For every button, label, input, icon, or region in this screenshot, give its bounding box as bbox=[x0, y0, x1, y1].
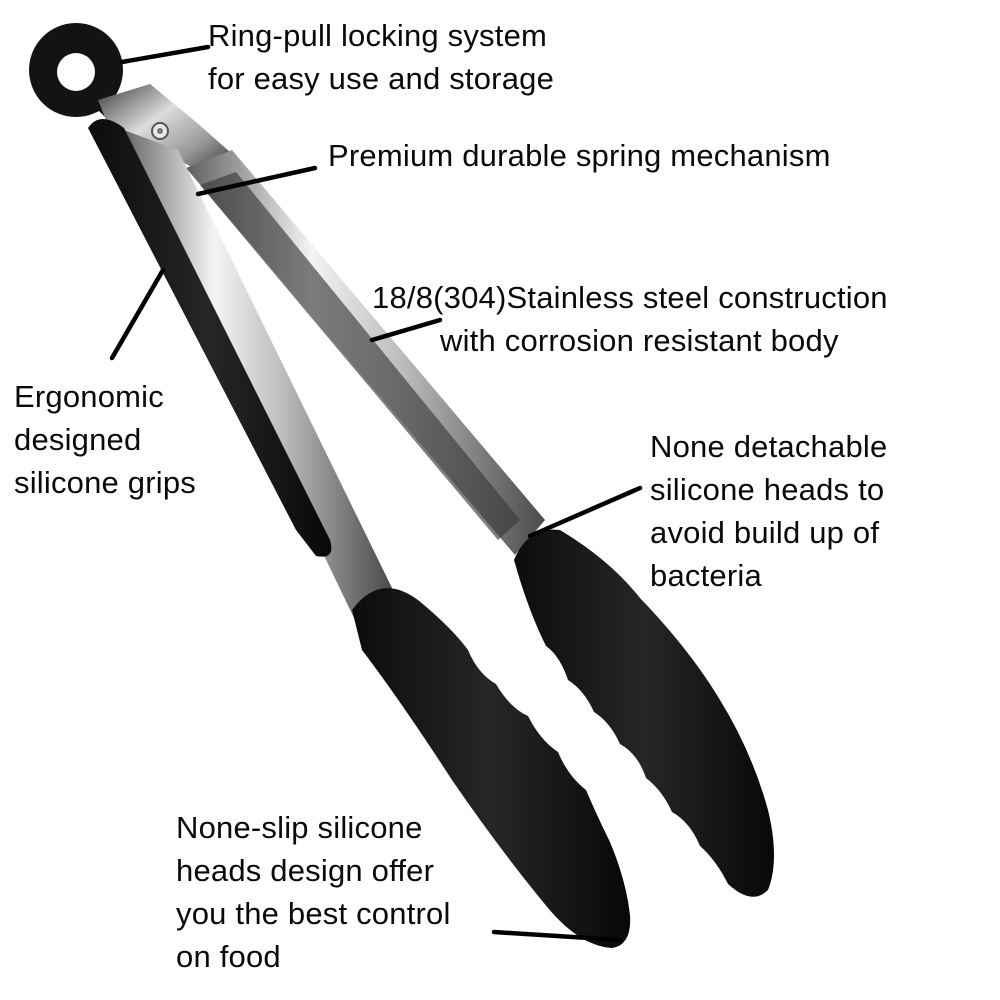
steel-line-2: with corrosion resistant body bbox=[440, 323, 839, 358]
right-steel-arm bbox=[186, 150, 545, 555]
ring-pull bbox=[29, 23, 123, 122]
grips-annotation: Ergonomic designed silicone grips bbox=[14, 375, 196, 504]
heads-line-1: None detachable bbox=[650, 429, 888, 464]
leader-nonslip bbox=[491, 929, 623, 943]
heads-line-4: bacteria bbox=[650, 558, 762, 593]
leader-ring-pull bbox=[119, 44, 211, 65]
nonslip-line-3: you the best control bbox=[176, 896, 451, 931]
nonslip-line-2: heads design offer bbox=[176, 853, 435, 888]
steel-annotation: 18/8(304)Stainless steel construction wi… bbox=[372, 276, 888, 362]
left-silicone-head bbox=[352, 588, 631, 948]
leader-spring bbox=[195, 165, 318, 197]
ring-pull-annotation: Ring-pull locking system for easy use an… bbox=[208, 14, 554, 100]
grips-line-2: designed bbox=[14, 422, 142, 457]
right-silicone-head bbox=[514, 529, 774, 897]
heads-line-2: silicone heads to bbox=[650, 472, 885, 507]
spring-annotation: Premium durable spring mechanism bbox=[328, 134, 831, 177]
left-steel-arm bbox=[118, 128, 392, 620]
ring-pull-line-1: Ring-pull locking system bbox=[208, 18, 548, 53]
leader-steel bbox=[369, 317, 443, 343]
ring-pull-line-2: for easy use and storage bbox=[208, 61, 555, 96]
grips-line-1: Ergonomic bbox=[14, 379, 164, 414]
hinge-head bbox=[98, 84, 230, 178]
spring-line-1: Premium durable spring mechanism bbox=[328, 138, 831, 173]
nonslip-line-4: on food bbox=[176, 939, 281, 974]
left-silicone-grip bbox=[88, 119, 332, 557]
nonslip-line-1: None-slip silicone bbox=[176, 810, 423, 845]
leader-grips bbox=[109, 267, 166, 361]
grips-line-3: silicone grips bbox=[14, 465, 196, 500]
nonslip-annotation: None-slip silicone heads design offer yo… bbox=[176, 806, 451, 978]
heads-line-3: avoid build up of bbox=[650, 515, 880, 550]
heads-annotation: None detachable silicone heads to avoid … bbox=[650, 425, 887, 597]
steel-line-1: 18/8(304)Stainless steel construction bbox=[372, 280, 888, 315]
leader-heads bbox=[527, 485, 643, 539]
